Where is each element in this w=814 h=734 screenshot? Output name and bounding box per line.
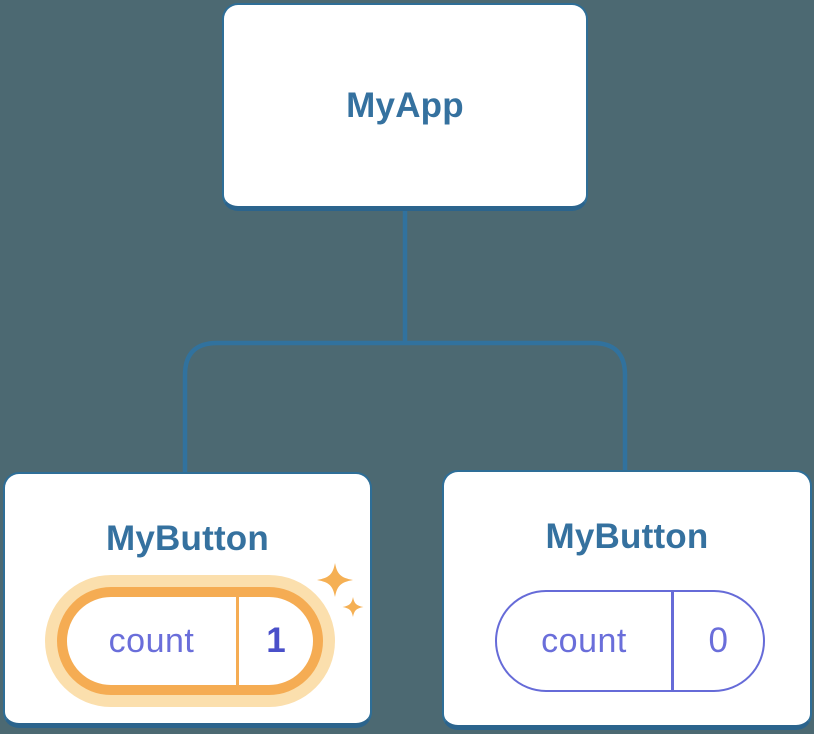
state-value-cell: 0 (674, 592, 764, 690)
connector-branch (182, 340, 628, 476)
state-key-label: count (541, 621, 627, 660)
sparkle-icon-large (317, 563, 353, 597)
state-key-label: count (108, 621, 195, 660)
state-value: 0 (708, 621, 728, 660)
component-node-myapp: MyApp (222, 3, 588, 211)
sparkle-icon-small (342, 597, 364, 617)
sparkle-icons (317, 563, 364, 617)
state-pill-normal: count 0 (495, 590, 765, 692)
node-label: MyApp (346, 85, 464, 125)
pill-divider (236, 597, 239, 685)
state-value: 1 (266, 621, 286, 660)
node-label: MyButton (106, 519, 269, 558)
component-node-mybutton-normal: MyButton count 0 (442, 470, 812, 730)
state-key-cell: count (497, 592, 671, 690)
state-pill-updated: count 1 (57, 587, 323, 695)
pill-divider (671, 592, 674, 690)
node-label: MyButton (545, 517, 709, 556)
state-value-cell: 1 (239, 597, 313, 685)
component-node-mybutton-updated: MyButton count 1 (3, 472, 372, 728)
state-key-cell: count (67, 597, 236, 685)
